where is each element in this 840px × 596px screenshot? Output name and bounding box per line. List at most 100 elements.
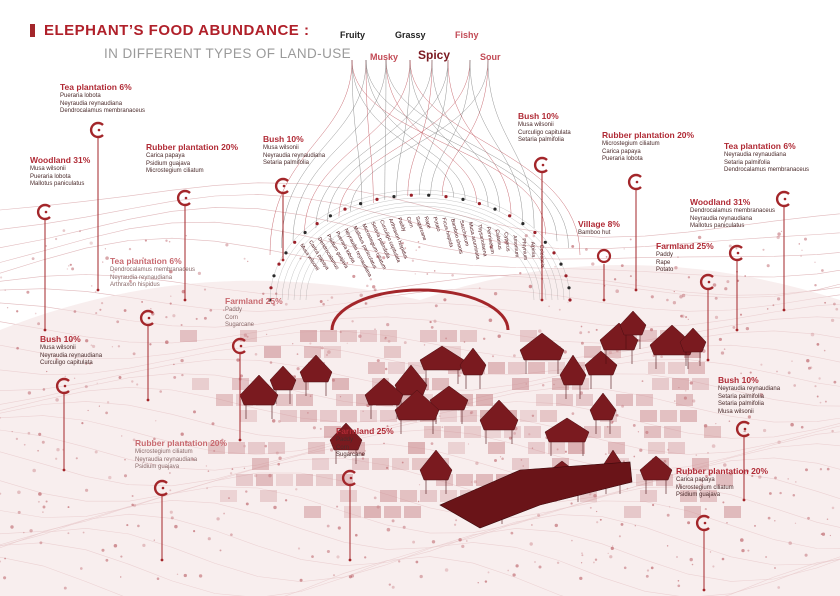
flavor-arcs bbox=[268, 59, 581, 302]
tree-mark bbox=[67, 506, 70, 509]
dome-node bbox=[284, 251, 288, 255]
tree-mark bbox=[823, 349, 826, 352]
flavor-link bbox=[365, 59, 466, 200]
field-cell bbox=[488, 362, 505, 374]
tree-mark bbox=[0, 560, 1, 563]
tree-mark bbox=[89, 241, 93, 245]
tree-mark bbox=[309, 395, 312, 397]
tree-mark bbox=[477, 582, 479, 584]
tree-mark bbox=[453, 523, 457, 526]
land-use-title: Bush 10% bbox=[718, 375, 759, 385]
tree-mark bbox=[64, 375, 67, 378]
tree-mark bbox=[649, 328, 654, 332]
field-cell bbox=[584, 426, 601, 438]
tree-mark bbox=[792, 493, 796, 497]
tree-mark bbox=[715, 423, 717, 425]
tree-mark bbox=[819, 401, 822, 404]
tree-mark bbox=[632, 423, 636, 427]
field-cell bbox=[640, 410, 657, 422]
tree-mark bbox=[492, 355, 494, 358]
elephant-trunk-icon bbox=[728, 244, 743, 262]
field-cell bbox=[420, 490, 437, 502]
tree-mark bbox=[243, 444, 246, 448]
land-use-title: Bush 10% bbox=[40, 334, 81, 344]
tree-mark bbox=[714, 296, 718, 300]
marker-base bbox=[634, 288, 638, 292]
land-use-title: Farmland 25% bbox=[225, 296, 283, 306]
dome-node bbox=[315, 222, 319, 226]
trunk-dot-icon bbox=[44, 210, 48, 214]
tree-mark bbox=[714, 315, 719, 320]
field-cell bbox=[604, 426, 621, 438]
tree-mark bbox=[94, 450, 98, 454]
tree-mark bbox=[383, 442, 385, 445]
tree-mark bbox=[320, 346, 324, 350]
marker-base bbox=[281, 258, 285, 262]
tree-mark bbox=[361, 457, 365, 460]
tree-mark bbox=[588, 492, 592, 496]
tree-mark bbox=[800, 255, 802, 257]
marker-base bbox=[183, 298, 187, 302]
tree-mark bbox=[803, 237, 808, 241]
field-cell bbox=[344, 506, 361, 518]
tree-mark bbox=[524, 234, 528, 238]
tree-mark bbox=[278, 420, 281, 423]
trunk-dot-icon bbox=[184, 196, 188, 200]
species-name: Neyraudia reynaudiana bbox=[60, 100, 123, 107]
field-cell bbox=[384, 346, 401, 358]
tree-mark bbox=[176, 573, 179, 576]
dome-node bbox=[343, 207, 347, 211]
tree-mark bbox=[704, 508, 707, 511]
tree-mark bbox=[605, 256, 608, 258]
tree-mark bbox=[687, 318, 689, 320]
land-use-title: Farmland 25% bbox=[656, 241, 714, 251]
field-cell bbox=[304, 506, 321, 518]
tree-mark bbox=[273, 505, 277, 510]
tree-mark bbox=[373, 496, 377, 500]
field-cell bbox=[724, 506, 741, 518]
species-name: Sugarcane bbox=[336, 452, 366, 458]
dome-node bbox=[375, 197, 379, 201]
tree-mark bbox=[418, 484, 421, 486]
dome-arc bbox=[281, 197, 559, 301]
tree-mark bbox=[131, 495, 134, 497]
tree-mark bbox=[339, 396, 342, 398]
field-cell bbox=[384, 506, 401, 518]
plant-label: Saccharum bbox=[458, 220, 470, 247]
field-cell bbox=[268, 442, 285, 454]
species-name: Microstegium ciliatum bbox=[602, 141, 660, 147]
trunk-dot-icon bbox=[736, 251, 740, 255]
tree-mark bbox=[45, 245, 47, 247]
tree-mark bbox=[529, 542, 533, 546]
tree-mark bbox=[824, 301, 827, 304]
tree-mark bbox=[119, 576, 122, 578]
tree-mark bbox=[351, 320, 354, 323]
tree-mark bbox=[563, 350, 567, 354]
tree-mark bbox=[579, 576, 583, 581]
tree-mark bbox=[45, 500, 48, 503]
elephant-trunk-icon bbox=[231, 337, 246, 355]
tree-mark bbox=[352, 274, 356, 278]
tree-mark bbox=[610, 546, 614, 551]
tree-mark bbox=[728, 420, 731, 422]
tree-mark bbox=[355, 533, 358, 537]
hut bbox=[329, 422, 363, 464]
tree-mark bbox=[634, 525, 636, 527]
tree-mark bbox=[807, 516, 810, 520]
tree-mark bbox=[758, 475, 762, 479]
flavor-link bbox=[430, 59, 471, 196]
tree-mark bbox=[660, 355, 663, 359]
tree-mark bbox=[27, 431, 31, 435]
tree-mark bbox=[723, 348, 726, 350]
tree-mark bbox=[475, 461, 479, 465]
tree-mark bbox=[765, 555, 768, 559]
species-name: Dendrocalamus membranaceus bbox=[60, 108, 146, 114]
tree-mark bbox=[6, 307, 9, 309]
field-cell bbox=[320, 410, 337, 422]
dome-node bbox=[328, 214, 332, 218]
tree-mark bbox=[181, 373, 184, 377]
tree-mark bbox=[98, 405, 100, 407]
